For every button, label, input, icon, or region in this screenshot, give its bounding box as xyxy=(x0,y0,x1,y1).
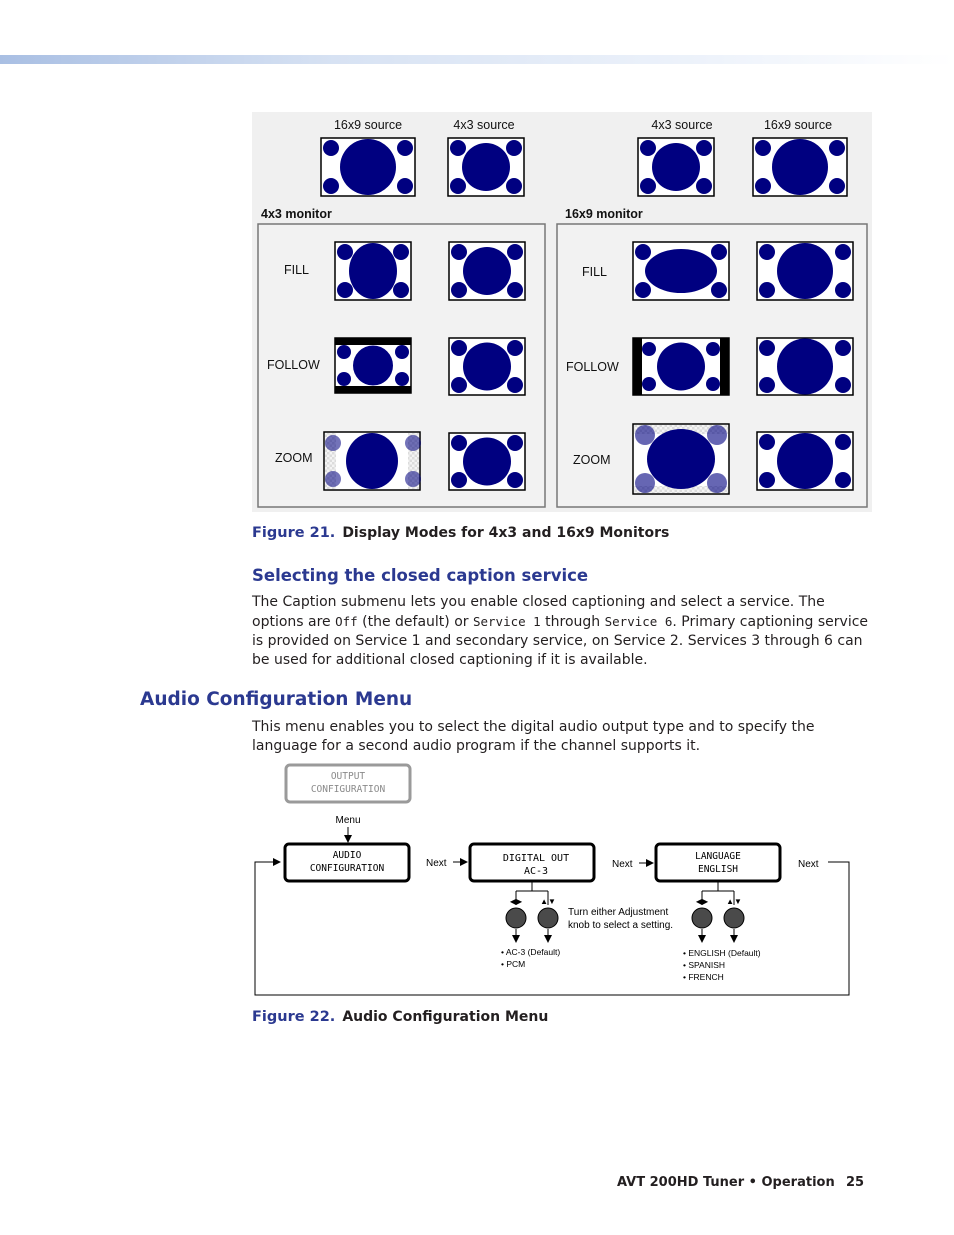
caption-text-4: . Primary captioning service is provided… xyxy=(252,614,869,668)
next-label-1: Next xyxy=(426,858,447,869)
right-row-zoom: ZOOM xyxy=(573,453,611,467)
language-option-3: • FRENCH xyxy=(683,972,724,982)
caption-code-off: Off xyxy=(335,614,358,629)
adjustment-knob-left-icon xyxy=(505,907,527,929)
header-bar xyxy=(0,55,954,64)
footer-page-number: 25 xyxy=(846,1175,865,1190)
left-row-follow: FOLLOW xyxy=(267,358,320,372)
next-label-3: Next xyxy=(798,859,819,870)
audio-config-box xyxy=(283,842,411,883)
right-fill-screen-1 xyxy=(632,241,730,301)
digital-option-2: • PCM xyxy=(501,959,525,969)
figure-22-title: Audio Configuration Menu xyxy=(342,1009,549,1025)
right-source-label-2: 16x9 source xyxy=(764,118,832,132)
figure-21-number: Figure 21. xyxy=(252,525,336,541)
knob-note-line2: knob to select a setting. xyxy=(568,920,673,931)
left-source-label-2: 4x3 source xyxy=(453,118,514,132)
language-line2: ENGLISH xyxy=(698,864,738,875)
left-fill-screen-1 xyxy=(334,241,412,301)
figure-21-title: Display Modes for 4x3 and 16x9 Monitors xyxy=(342,525,670,541)
right-zoom-screen-2 xyxy=(756,431,854,491)
right-row-fill: FILL xyxy=(582,265,607,279)
left-monitor-label: 4x3 monitor xyxy=(261,207,332,221)
digital-out-line2: AC-3 xyxy=(524,866,548,877)
caption-code-service-1: Service 1 xyxy=(472,614,541,629)
audio-menu-diagram: OUTPUT CONFIGURATION Menu AUDIO CONFIGUR… xyxy=(254,763,850,996)
left-row-zoom: ZOOM xyxy=(275,451,313,465)
output-config-line2: CONFIGURATION xyxy=(311,784,386,795)
right-row-follow: FOLLOW xyxy=(566,360,619,374)
up-down-arrows-icon: ▲▼ xyxy=(540,897,556,906)
caption-text-1: The Caption submenu lets you enable clos… xyxy=(252,594,825,630)
left-zoom-screen-1 xyxy=(323,431,421,491)
footer-title: AVT 200HD Tuner • Operation xyxy=(617,1175,835,1190)
output-config-box xyxy=(284,763,412,804)
up-down-arrows-icon-2: ▲▼ xyxy=(726,897,742,906)
left-zoom-screen-2 xyxy=(448,432,526,491)
figure-22-number: Figure 22. xyxy=(252,1009,336,1025)
figure-22-caption: Figure 22. Audio Configuration Menu xyxy=(252,1009,548,1025)
adjustment-knob-right-icon-2 xyxy=(723,907,745,929)
menu-label: Menu xyxy=(335,815,360,826)
caption-text-2: (the default) or xyxy=(357,614,473,630)
left-follow-screen-1 xyxy=(334,337,412,394)
audio-config-line2: CONFIGURATION xyxy=(310,863,385,874)
next-label-2: Next xyxy=(612,859,633,870)
figure-21-caption: Figure 21. Display Modes for 4x3 and 16x9… xyxy=(252,525,669,541)
adjustment-knob-right-icon xyxy=(537,907,559,929)
audio-config-paragraph: This menu enables you to select the digi… xyxy=(252,719,815,754)
left-source-label-1: 16x9 source xyxy=(334,118,402,132)
source-16x9-screen-a xyxy=(320,137,416,197)
right-source-label-1: 4x3 source xyxy=(651,118,712,132)
language-option-2: • SPANISH xyxy=(683,960,725,970)
left-follow-screen-2 xyxy=(448,337,526,396)
digital-out-line1: DIGITAL OUT xyxy=(503,853,569,864)
left-right-arrows-icon-2: ◀▶ xyxy=(696,897,709,906)
source-16x9-screen-b xyxy=(752,137,848,197)
language-line1: LANGUAGE xyxy=(695,851,741,862)
right-zoom-screen-1 xyxy=(632,423,730,495)
caption-text-3: through xyxy=(540,614,605,630)
language-option-1: • ENGLISH (Default) xyxy=(683,948,761,958)
caption-code-service-6: Service 6 xyxy=(604,614,673,629)
source-4x3-screen-a xyxy=(447,137,525,197)
knob-note-line1: Turn either Adjustment xyxy=(568,907,668,918)
adjustment-knob-left-icon-2 xyxy=(691,907,713,929)
right-follow-screen-1 xyxy=(632,337,730,396)
language-box xyxy=(654,842,782,883)
source-4x3-screen-b xyxy=(637,137,715,197)
display-modes-figure: 16x9 source 4x3 source 4x3 source 16x9 s… xyxy=(252,112,872,512)
left-row-fill: FILL xyxy=(284,263,309,277)
audio-config-heading: Audio Configuration Menu xyxy=(140,689,413,710)
audio-config-line1: AUDIO xyxy=(333,850,362,861)
loop-back-line xyxy=(254,858,850,996)
left-right-arrows-icon: ◀▶ xyxy=(510,897,523,906)
digital-option-1: • AC-3 (Default) xyxy=(501,947,560,957)
left-fill-screen-2 xyxy=(448,241,526,301)
caption-service-heading: Selecting the closed caption service xyxy=(252,566,589,585)
right-monitor-label: 16x9 monitor xyxy=(565,207,643,221)
output-config-line1: OUTPUT xyxy=(331,771,366,782)
right-follow-screen-2 xyxy=(756,337,854,396)
right-fill-screen-2 xyxy=(756,241,854,301)
caption-service-paragraph: The Caption submenu lets you enable clos… xyxy=(252,593,872,670)
